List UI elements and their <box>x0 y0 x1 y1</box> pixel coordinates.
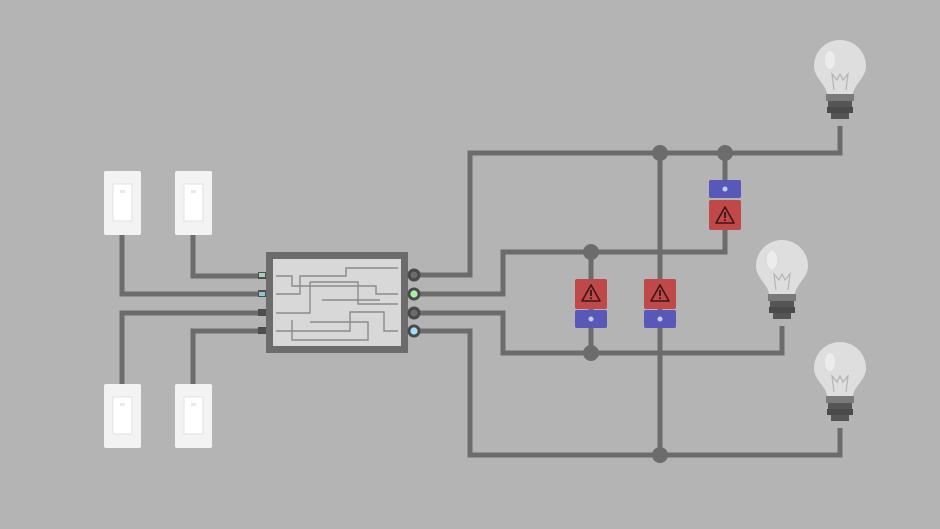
junction-node <box>717 145 733 161</box>
wire-switch-bottom-right <box>190 328 266 388</box>
fuse-upper-right[interactable] <box>709 180 741 230</box>
wire-output-1 <box>414 126 843 278</box>
bulb-middle <box>756 240 808 319</box>
switch-top-right[interactable] <box>175 171 212 235</box>
bulb-bottom <box>814 342 866 421</box>
fuse-middle-left[interactable] <box>575 279 607 328</box>
wire-output-3 <box>414 310 785 356</box>
junction-node <box>652 447 668 463</box>
logic-gate-box[interactable] <box>258 252 421 353</box>
wire-junctions <box>583 145 733 463</box>
junction-node <box>652 145 668 161</box>
wire-output-4 <box>414 328 843 458</box>
wire-switch-top-right <box>190 232 266 279</box>
wire-switch-bottom-left <box>119 310 266 388</box>
logic-input-led-1 <box>259 273 265 277</box>
wire-network <box>119 126 843 458</box>
switch-top-left[interactable] <box>104 171 141 235</box>
logic-box-internal-circuit <box>276 267 398 341</box>
switch-bottom-left[interactable] <box>104 384 141 448</box>
wire-switch-top-left <box>119 232 266 297</box>
fuse-middle-right[interactable] <box>644 279 676 328</box>
bulb-top <box>814 40 866 119</box>
logic-input-led-2 <box>259 292 265 296</box>
logic-input-pin <box>258 327 266 334</box>
switch-bottom-right[interactable] <box>175 384 212 448</box>
logic-input-pin <box>258 309 266 316</box>
junction-node <box>583 345 599 361</box>
wire-output-2 <box>414 230 728 297</box>
junction-node <box>583 244 599 260</box>
